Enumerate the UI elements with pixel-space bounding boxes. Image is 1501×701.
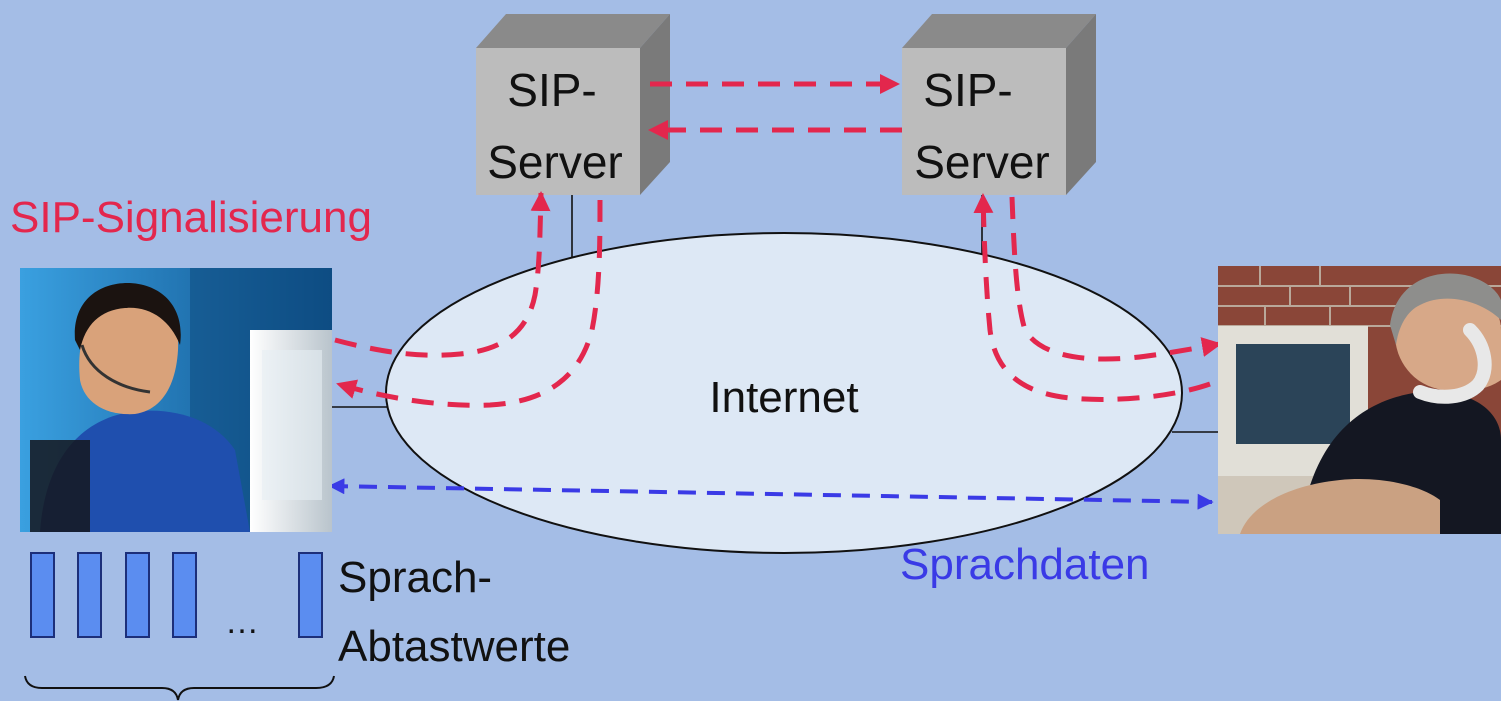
server-left-line2: Server xyxy=(487,136,622,188)
server-left-line1: SIP- xyxy=(507,64,596,116)
samples-brace xyxy=(24,675,335,701)
samples-label-line1: Sprach- xyxy=(338,553,492,602)
samples-label-line2: Abtastwerte xyxy=(338,622,570,671)
server-right-line2: Server xyxy=(914,136,1049,188)
sip-server-left: SIP- Server xyxy=(476,14,670,195)
sample-bar xyxy=(172,552,197,638)
signal-arrow-left-down xyxy=(336,199,603,408)
server-right-line1: SIP- xyxy=(923,64,1012,116)
voice-data-label: Sprachdaten xyxy=(900,540,1150,589)
sample-ellipsis: … xyxy=(225,603,259,641)
sample-bar xyxy=(77,552,102,638)
sip-server-right: SIP- Server xyxy=(902,14,1096,195)
internet-cloud xyxy=(385,232,1183,554)
voice-data-arrow xyxy=(328,478,1214,510)
sample-bar xyxy=(30,552,55,638)
caller-photo xyxy=(20,268,332,532)
sample-bar xyxy=(125,552,150,638)
sample-bar xyxy=(298,552,323,638)
voice-sample-bars: … xyxy=(30,552,323,641)
internet-label: Internet xyxy=(709,373,858,422)
signaling-label: SIP-Signalisierung xyxy=(10,193,372,242)
callee-photo xyxy=(1218,266,1501,534)
